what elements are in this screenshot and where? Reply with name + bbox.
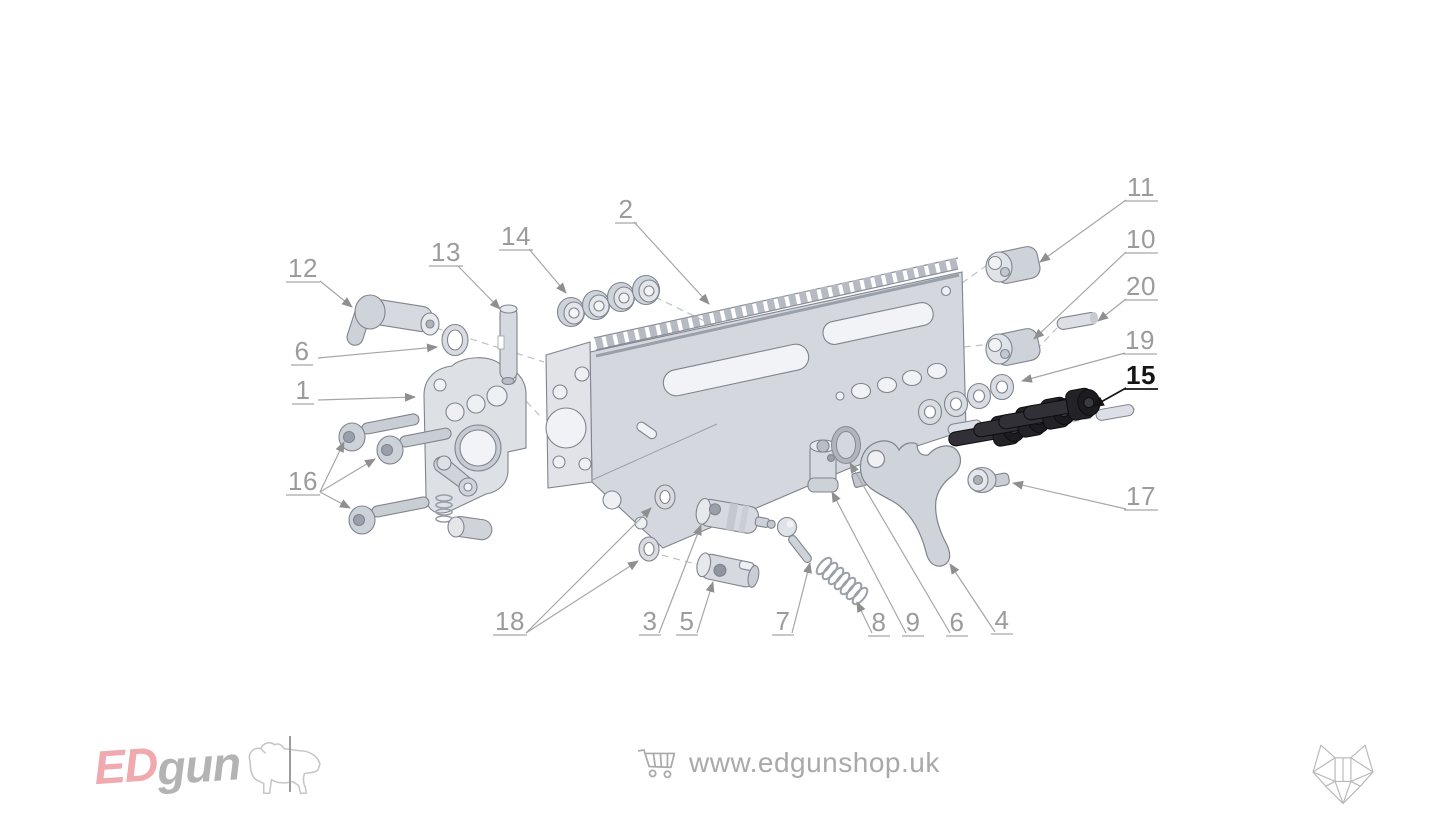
valve-body-part-3	[695, 497, 776, 534]
svg-text:8: 8	[872, 607, 887, 637]
highlighted-screws-part-15	[947, 387, 1135, 447]
plunger-part-7	[776, 516, 812, 564]
spring-part-8	[815, 556, 869, 606]
o-ring-front-part	[441, 323, 469, 357]
brand-text-ed: ED	[92, 736, 160, 795]
svg-text:17: 17	[1126, 481, 1156, 511]
callout-8: 8	[856, 601, 890, 637]
washers-part-19	[917, 373, 1015, 426]
callout-6: 6	[291, 336, 438, 366]
svg-text:5: 5	[680, 606, 695, 636]
o-rings-part-18	[638, 484, 676, 562]
button-screw-part-17	[967, 466, 1010, 494]
svg-text:10: 10	[1126, 224, 1156, 254]
svg-text:13: 13	[431, 237, 461, 267]
callout-17: 17	[1012, 480, 1158, 511]
svg-text:11: 11	[1127, 172, 1155, 202]
svg-text:18: 18	[495, 606, 525, 636]
callout-6: 6	[849, 462, 968, 637]
callout-3: 3	[639, 524, 702, 636]
callout-7: 7	[772, 562, 812, 636]
svg-text:6: 6	[295, 336, 310, 366]
callout-9: 9	[831, 491, 924, 637]
o-ring-rear-part	[831, 426, 861, 464]
callout-12: 12	[286, 253, 353, 308]
svg-text:1: 1	[296, 375, 311, 405]
callout-1: 1	[292, 375, 416, 405]
brand-text-gun: gun	[155, 736, 243, 795]
receiver-chassis-part	[545, 257, 967, 549]
svg-text:7: 7	[776, 606, 791, 636]
callout-20: 20	[1097, 271, 1158, 322]
svg-text:3: 3	[643, 606, 658, 636]
callout-11: 11	[1039, 172, 1158, 263]
callout-15: 15	[1091, 360, 1158, 408]
callout-19: 19	[1021, 325, 1157, 383]
callout-10: 10	[1033, 224, 1158, 340]
trigger-lever-part-4	[851, 440, 962, 567]
svg-text:16: 16	[288, 466, 318, 496]
cart-icon	[637, 749, 676, 779]
svg-text:14: 14	[501, 221, 531, 251]
fox-head-logo	[1312, 744, 1374, 804]
svg-text:9: 9	[906, 607, 921, 637]
svg-text:6: 6	[950, 607, 965, 637]
plug-part-10	[985, 328, 1041, 366]
svg-text:4: 4	[995, 605, 1010, 635]
bolt-handle-part	[346, 294, 440, 346]
dowel-pin-part-20	[1056, 312, 1098, 330]
callout-16: 16	[286, 441, 376, 509]
plug-part-11	[985, 246, 1041, 284]
svg-text:20: 20	[1126, 271, 1156, 301]
socket-screws-part-16	[338, 413, 452, 535]
callout-5: 5	[676, 581, 715, 636]
front-block-part	[423, 357, 527, 541]
brand-logo: ED gun	[92, 736, 330, 800]
callout-2: 2	[615, 194, 710, 305]
footer-divider	[289, 736, 291, 792]
svg-text:2: 2	[619, 194, 634, 224]
rottweiler-icon	[249, 741, 322, 794]
callout-13: 13	[429, 237, 501, 310]
callout-4: 4	[949, 563, 1013, 635]
website-banner: www.edgunshop.uk	[637, 744, 940, 782]
svg-text:12: 12	[288, 253, 318, 283]
cylinder-part-5	[696, 552, 760, 588]
callout-18: 18	[493, 507, 652, 636]
svg-text:15: 15	[1126, 360, 1156, 390]
website-url: www.edgunshop.uk	[689, 747, 940, 778]
svg-text:19: 19	[1125, 325, 1155, 355]
pin-part-13	[497, 304, 518, 386]
sear-cylinder-part-9	[807, 439, 839, 493]
callout-14: 14	[499, 221, 567, 294]
rail-screws-part	[556, 274, 661, 328]
